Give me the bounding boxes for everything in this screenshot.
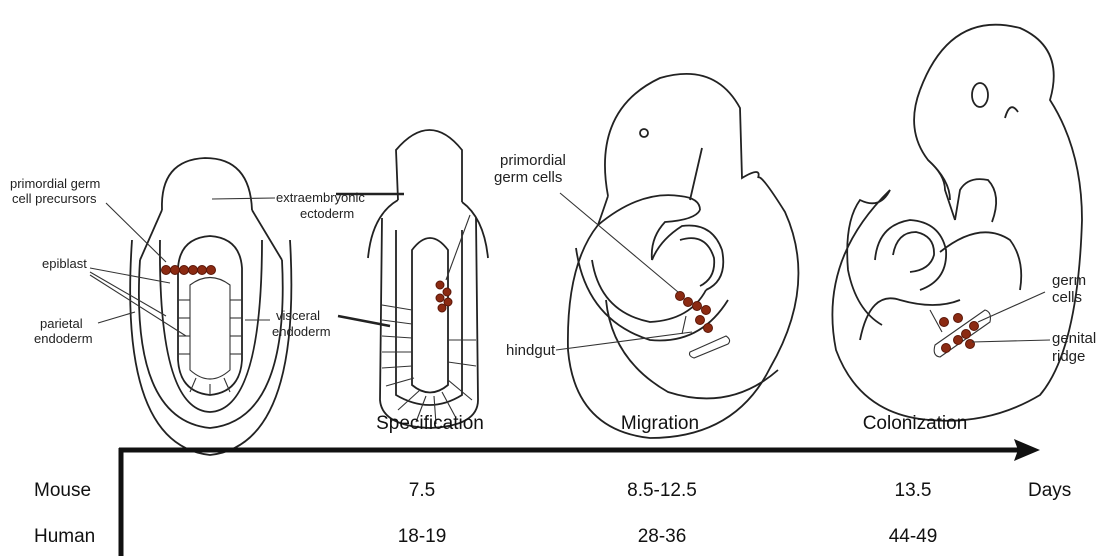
label-germ-cells: germ (1052, 272, 1086, 289)
label-visceral-endoderm: visceral (276, 308, 320, 323)
label-parietal-endoderm-line2: endoderm (34, 331, 93, 346)
label-genital-ridge-line2: ridge (1052, 348, 1085, 365)
row-label-human: Human (34, 526, 95, 547)
axis-unit-days: Days (1028, 480, 1071, 501)
label-germ-cells-line2: cells (1052, 289, 1082, 306)
egg-cylinder-embryo: primordial germ cell precursors epiblast… (10, 158, 404, 455)
label-parietal-endoderm: parietal (40, 316, 83, 331)
stage-label-colonization: Colonization (863, 413, 968, 434)
row-mouse: Mouse 7.5 8.5-12.5 13.5 Days (34, 480, 1071, 501)
label-primordial-germ-cells: primordial (500, 152, 566, 169)
label-visceral-endoderm-line2: endoderm (272, 324, 331, 339)
mouse-specification-days: 7.5 (409, 480, 435, 501)
stage-label-migration: Migration (621, 413, 699, 434)
human-migration-days: 28-36 (638, 526, 687, 547)
label-epiblast: epiblast (42, 256, 87, 271)
migration-embryo: hindgut (506, 74, 798, 438)
specification-embryo: primordial germ cells (368, 130, 566, 428)
label-pgc-precursors-line2: cell precursors (12, 191, 97, 206)
mouse-colonization-days: 13.5 (895, 480, 932, 501)
migration-germ-cells (676, 292, 713, 333)
stage-label-specification: Specification (376, 413, 484, 434)
row-label-mouse: Mouse (34, 480, 91, 501)
human-specification-days: 18-19 (398, 526, 447, 547)
epiblast-striations (178, 300, 242, 395)
precursor-cells (162, 266, 216, 275)
specification-germ-cells (436, 281, 452, 312)
label-primordial-germ-cells-line2: germ cells (494, 169, 562, 186)
colonization-germ-cells (940, 314, 979, 353)
label-hindgut: hindgut (506, 342, 556, 359)
label-extraembryonic-ectoderm: extraembryonic (276, 190, 365, 205)
mouse-migration-days: 8.5-12.5 (627, 480, 697, 501)
row-human: Human 18-19 28-36 44-49 (34, 526, 937, 547)
label-extraembryonic-ectoderm-line2: ectoderm (300, 206, 354, 221)
colonization-embryo: germ cells genital ridge (832, 25, 1096, 421)
label-genital-ridge: genital (1052, 330, 1096, 347)
label-pgc-precursors: primordial germ (10, 176, 100, 191)
human-colonization-days: 44-49 (889, 526, 938, 547)
